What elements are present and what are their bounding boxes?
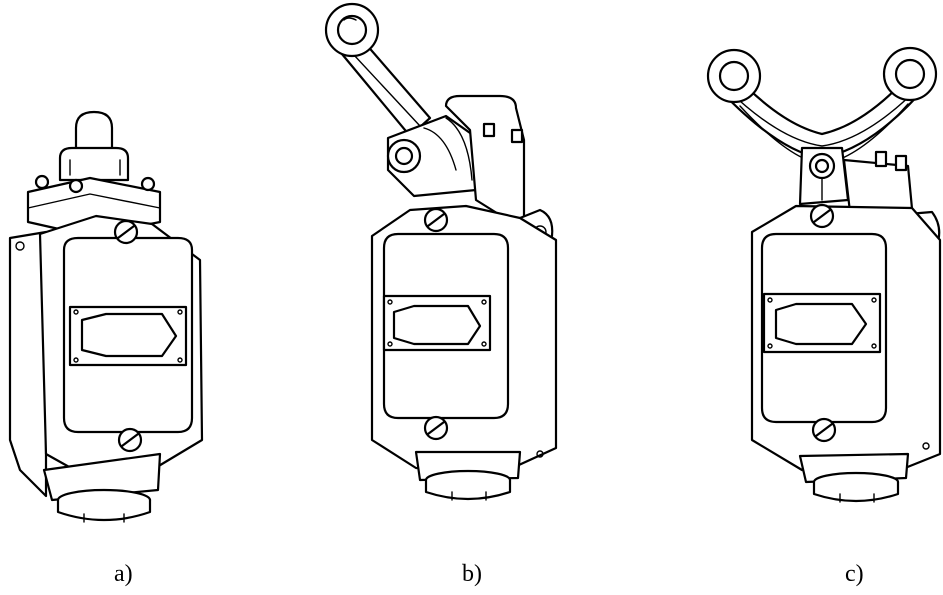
caption-a: a) xyxy=(114,561,133,587)
switch-c-nameplate xyxy=(762,292,882,354)
switch-b-cover-screw-top xyxy=(423,207,449,233)
switch-a-plunger xyxy=(8,110,204,523)
switch-c-right-roller xyxy=(882,46,938,102)
switch-c-cover-screw-bottom xyxy=(811,417,837,443)
caption-c: c) xyxy=(845,561,864,587)
switch-b-cable-gland xyxy=(414,450,522,501)
switch-c-head-screws xyxy=(874,150,908,172)
switch-b-lever-hub xyxy=(386,114,482,198)
switch-c-left-roller xyxy=(706,48,762,104)
switch-b-single-lever xyxy=(324,2,558,501)
switch-a-nameplate xyxy=(68,305,188,367)
switch-a-cover-screw-bottom xyxy=(117,427,143,453)
switch-c-lever-hub xyxy=(798,146,850,206)
switch-c-cover-screw-top xyxy=(809,203,835,229)
switch-c-fork-lever xyxy=(706,46,942,503)
switch-b-head-screws xyxy=(482,122,524,144)
switch-a-cable-gland xyxy=(42,452,162,523)
switch-a-plunger-button xyxy=(58,110,130,182)
caption-b: b) xyxy=(462,561,482,587)
switch-b-lever-arm xyxy=(324,2,432,138)
switch-b-cover-screw-bottom xyxy=(423,415,449,441)
switch-b-nameplate xyxy=(382,294,492,352)
switch-a-cover-screw-top xyxy=(113,219,139,245)
switch-c-cable-gland xyxy=(798,452,910,503)
